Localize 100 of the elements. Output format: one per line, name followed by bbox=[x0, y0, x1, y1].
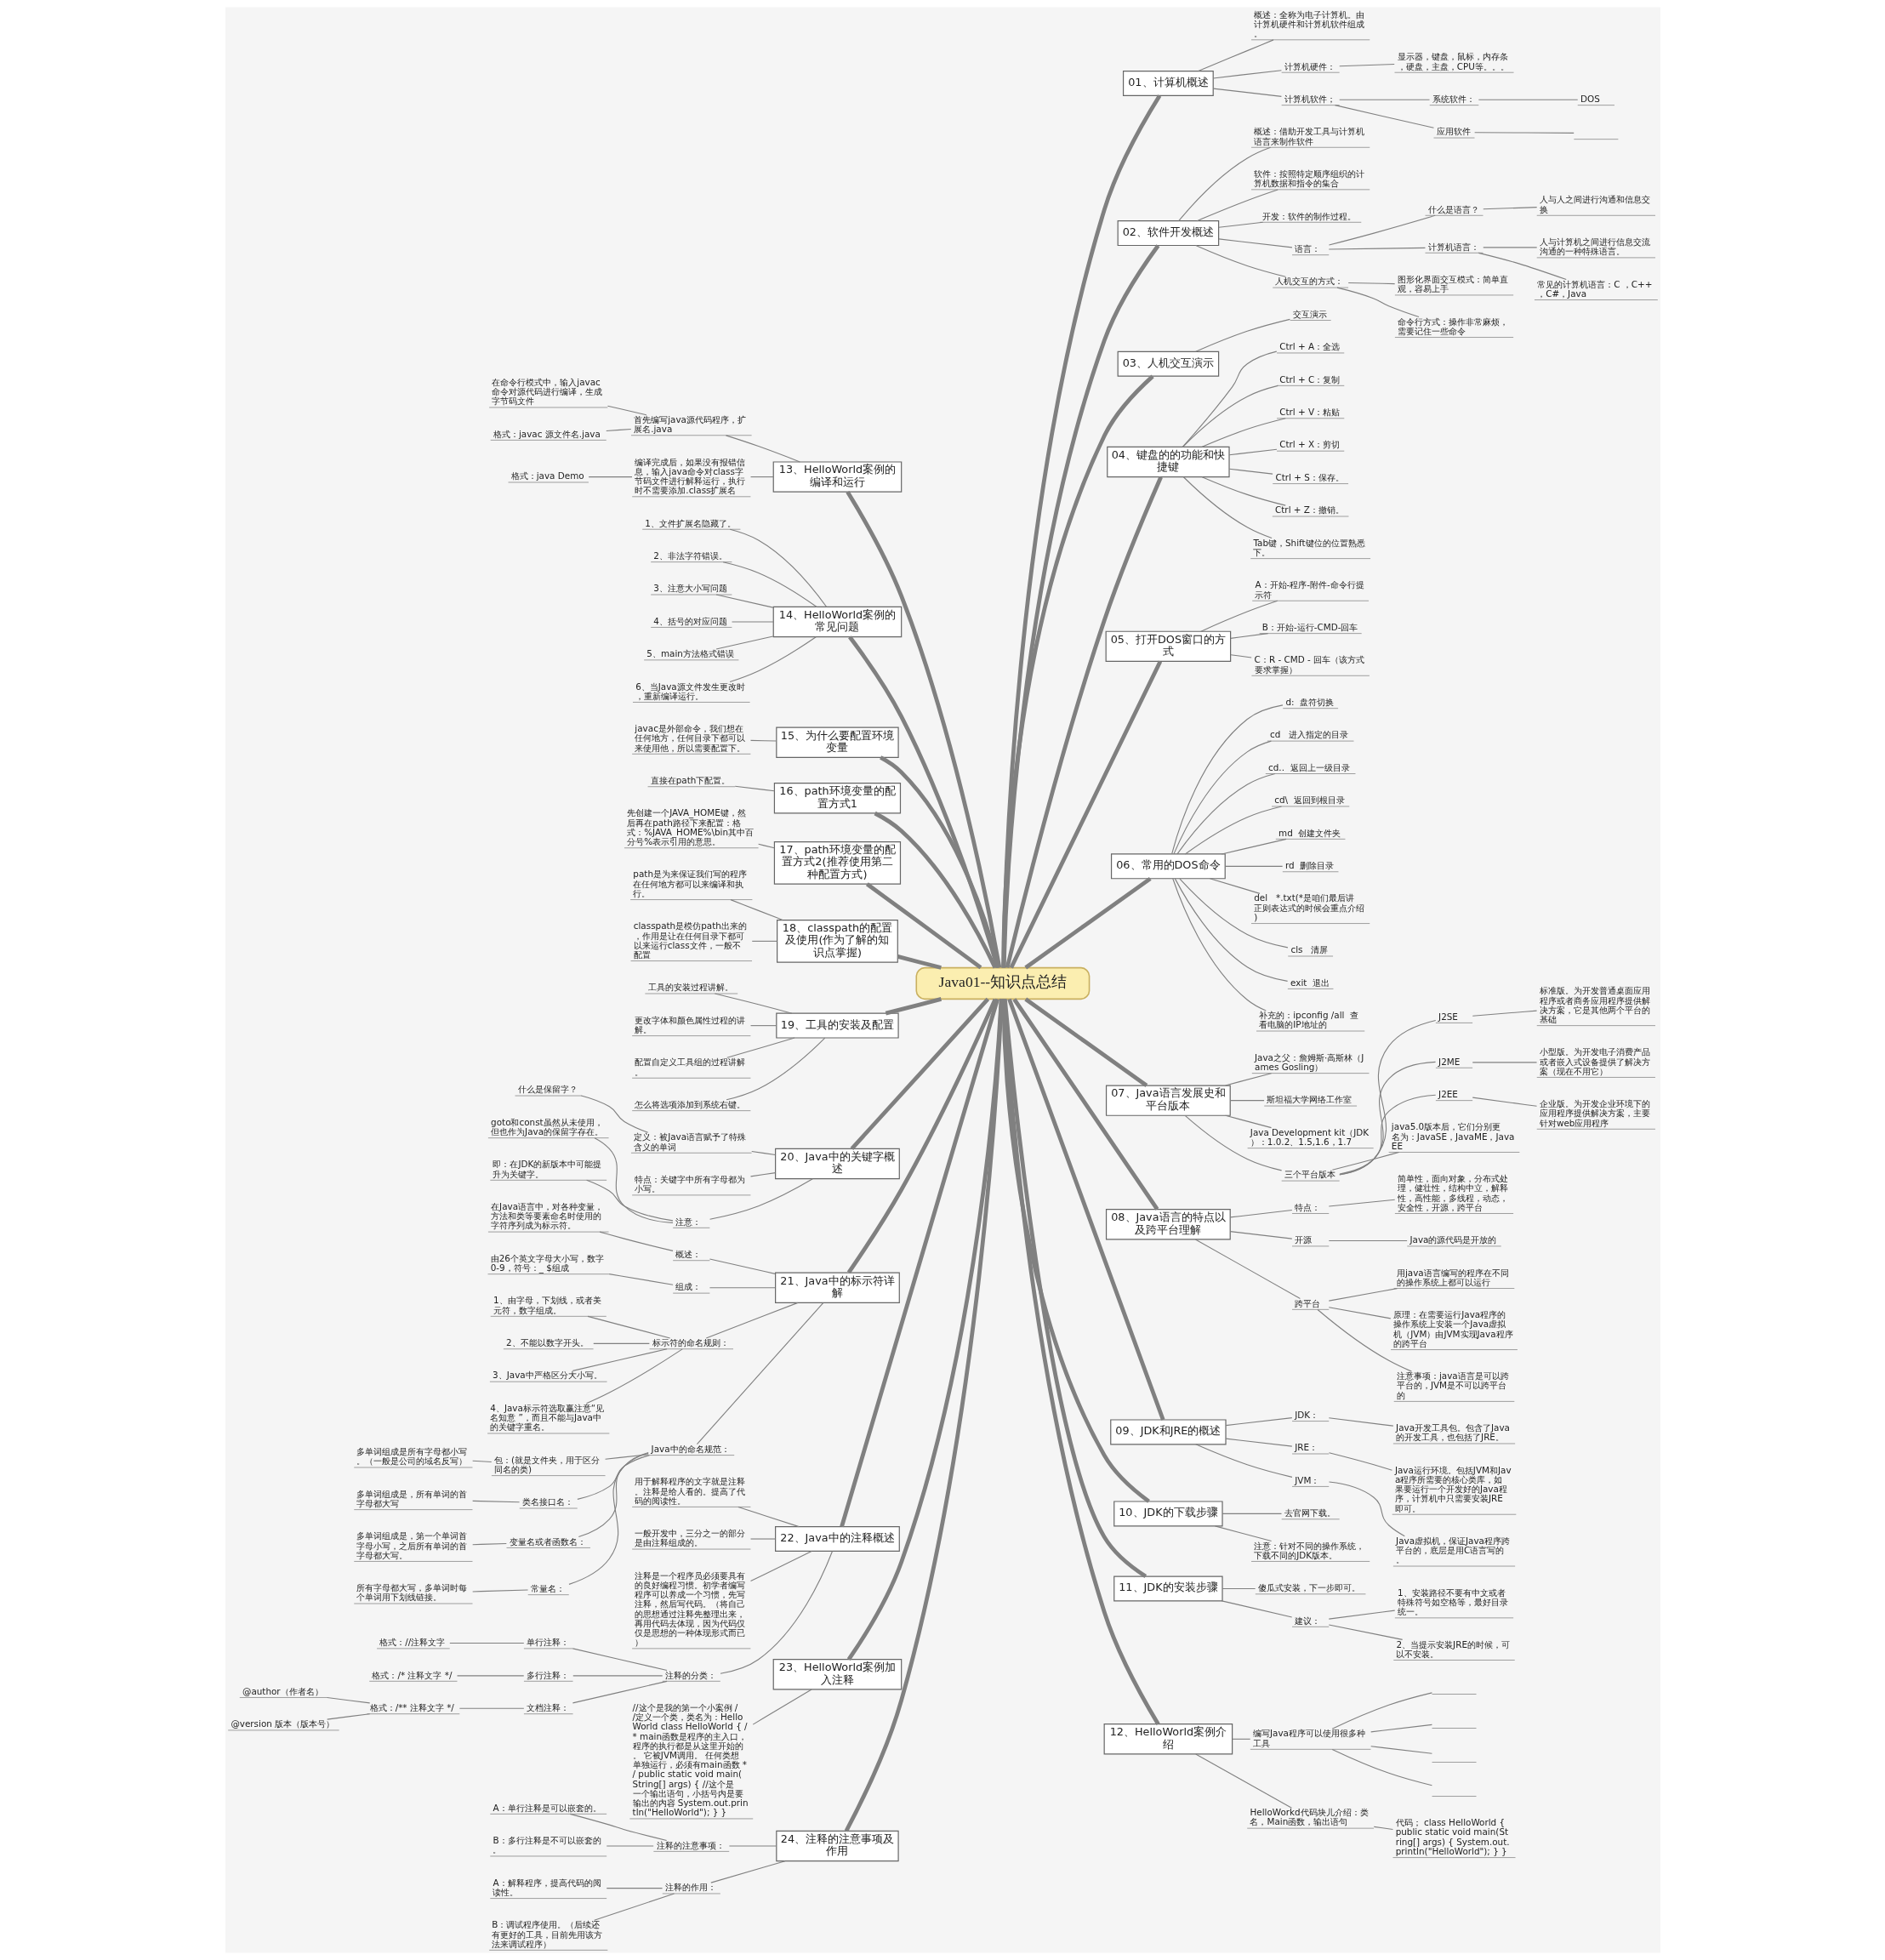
connector bbox=[1331, 1692, 1432, 1729]
connector bbox=[1174, 878, 1288, 982]
connector bbox=[885, 997, 942, 1016]
node-box: 01、计算机概述 bbox=[1122, 71, 1214, 97]
node-text: 编译完成后，如果没有报错信息，输入java命令对class字节码文件进行解释运行，执行时不需要添加.class扩展名 bbox=[634, 456, 745, 496]
node-text: 建议： bbox=[1294, 1615, 1320, 1626]
connector bbox=[1229, 633, 1268, 639]
connector bbox=[1328, 1610, 1395, 1620]
connector bbox=[607, 405, 646, 416]
node-text: 计算机语言： bbox=[1427, 241, 1479, 252]
connector bbox=[729, 528, 827, 607]
connector bbox=[1225, 1438, 1292, 1447]
node-text: Ctrl + S：保存。 bbox=[1274, 471, 1344, 482]
connector bbox=[1328, 1307, 1391, 1319]
node-text: 定义：被Java语言赋予了特殊含义的单词 bbox=[633, 1131, 746, 1152]
connector bbox=[1317, 1308, 1412, 1372]
node-text: 文档注释： bbox=[526, 1702, 569, 1713]
node-box: 06、常用的DOS命令 bbox=[1110, 853, 1226, 880]
node-text: 跨平台 bbox=[1294, 1297, 1320, 1308]
node-text: Java中的命名规范： bbox=[651, 1443, 730, 1454]
node-text: 语言： bbox=[1294, 243, 1320, 254]
connector bbox=[585, 1179, 674, 1222]
connector bbox=[1023, 997, 1148, 1087]
node-text: 格式：//注释文字 bbox=[379, 1637, 445, 1648]
connector bbox=[709, 1860, 786, 1883]
connector bbox=[1472, 1010, 1537, 1017]
connector bbox=[1224, 865, 1283, 867]
connector bbox=[1472, 1097, 1537, 1107]
node-text: 命令行方式：操作非常麻烦，需要记住一些命令 bbox=[1397, 316, 1508, 336]
node-text: 更改字体和颜色属性过程的讲解。 bbox=[634, 1014, 745, 1034]
connector bbox=[1171, 878, 1267, 1011]
connector bbox=[456, 1675, 524, 1677]
node-text: path是为来保证我们写的程序在任何地方都可以来编译和执行。 bbox=[632, 869, 747, 898]
connector bbox=[1184, 806, 1282, 855]
node-text: 编写Java程序可以使用很多种工具 bbox=[1252, 1728, 1365, 1748]
node-text: 一般开发中，三分之一的部分是由注释组成的。 bbox=[634, 1528, 745, 1548]
node-text: JVM： bbox=[1294, 1474, 1319, 1485]
connector bbox=[1482, 207, 1537, 210]
connector bbox=[1224, 1114, 1272, 1129]
connector bbox=[725, 435, 800, 463]
node-text: 傻瓜式安装，下一步即可。 bbox=[1257, 1582, 1360, 1593]
connector bbox=[572, 1348, 668, 1371]
node-text: 人与计算机之间进行信息交流沟通的一种特殊语言。 bbox=[1539, 236, 1650, 257]
connector bbox=[728, 1845, 777, 1847]
node-text: 1、安装路径不要有中文或者特殊符号如空格等，最好目录统一。 bbox=[1397, 1587, 1508, 1617]
node-text: cd.. 返回上一级目录 bbox=[1267, 761, 1350, 772]
node-text: exit 退出 bbox=[1290, 977, 1330, 988]
node-text: Java运行环境。包括JVM和Java程序所需要的核心类库，如果要运行一个开发好的Java程序，计算机中只需要安装JRE即可。 bbox=[1394, 1464, 1512, 1513]
node-text: 企业版。为开发企业环境下的应用程序提供解决方案，主要针对web应用程序 bbox=[1539, 1098, 1650, 1128]
node-text: 变量名或者函数名： bbox=[509, 1536, 586, 1547]
connector bbox=[1212, 70, 1282, 79]
connector bbox=[847, 635, 999, 969]
connector bbox=[593, 1137, 673, 1223]
connector bbox=[1170, 704, 1283, 855]
connector bbox=[471, 1500, 520, 1503]
node-text: 开源 bbox=[1294, 1234, 1312, 1245]
node-text: 人与人之间进行沟通和信息交换 bbox=[1539, 194, 1650, 214]
node-text: 多行注释： bbox=[526, 1669, 569, 1680]
node-box: 11、JDK的安装步骤 bbox=[1113, 1575, 1223, 1602]
connector bbox=[1194, 1444, 1293, 1478]
connector bbox=[1221, 1600, 1292, 1618]
node-box: Java01--知识点总结 bbox=[915, 966, 1090, 1000]
node-text: 代码； class HelloWorld { public static void main(String[] args) { System.out.println("HelloWorld"); } } bbox=[1395, 1817, 1510, 1856]
node-box: 09、JDK和JRE的概述 bbox=[1109, 1419, 1227, 1445]
node-text: 概述：借助开发工具与计算机语言来制作软件 bbox=[1253, 126, 1364, 146]
node-text: 直接在path下配置。 bbox=[650, 775, 730, 786]
connector bbox=[1011, 998, 1159, 1211]
node-box: 13、HelloWorld案例的编译和运行 bbox=[772, 461, 902, 493]
connector bbox=[1338, 99, 1430, 100]
connector bbox=[719, 1550, 833, 1674]
node-text: 三个平台版本 bbox=[1284, 1169, 1335, 1180]
node-text: B：调试程序使用。（后续还有更好的工具，目前先用该方法来调试程序） bbox=[491, 1919, 602, 1949]
node-box: 16、path环境变量的配置方式1 bbox=[773, 783, 901, 814]
connector bbox=[448, 1642, 524, 1644]
node-text: 原理：在需要运行Java程序的操作系统上安装一个Java虚拟机（JVM）由JVM实现Java程序的跨平台 bbox=[1392, 1309, 1513, 1348]
connector bbox=[1331, 1151, 1399, 1171]
node-text: 怎么将选项添加到系统右键。 bbox=[634, 1098, 745, 1109]
connector bbox=[1328, 214, 1436, 246]
connector bbox=[1222, 1513, 1282, 1514]
connector bbox=[1194, 244, 1286, 277]
node-text: 3、注意大小写问题 bbox=[652, 583, 727, 594]
node-text: 工具的安装过程讲解。 bbox=[647, 982, 733, 993]
connector bbox=[1176, 773, 1275, 855]
connector bbox=[1197, 39, 1274, 72]
connector bbox=[709, 1258, 776, 1274]
connector bbox=[844, 999, 1004, 1832]
connector bbox=[1228, 448, 1278, 456]
connector bbox=[599, 1231, 674, 1251]
node-text: 常量名： bbox=[530, 1582, 565, 1593]
node-box: 04、键盘的的功能和快捷键 bbox=[1106, 446, 1230, 478]
connector bbox=[879, 755, 1000, 968]
node-text: 计算机硬件： bbox=[1284, 60, 1335, 71]
node-text: 注释的作用： bbox=[664, 1882, 716, 1893]
node-text: Ctrl + X：剪切 bbox=[1278, 439, 1340, 450]
node-box: 18、classpath的配置及使用(作为了解的知识点掌握) bbox=[776, 919, 898, 963]
connector bbox=[751, 940, 777, 942]
node-text: Java开发工具包。包含了Java的开发工具，也包括了JRE。 bbox=[1395, 1422, 1510, 1443]
connector bbox=[593, 1893, 675, 1921]
connector bbox=[1328, 1481, 1405, 1537]
node-text: 在命令行模式中，输入javac命令对源代码进行编译，生成字节码文件 bbox=[491, 376, 602, 407]
